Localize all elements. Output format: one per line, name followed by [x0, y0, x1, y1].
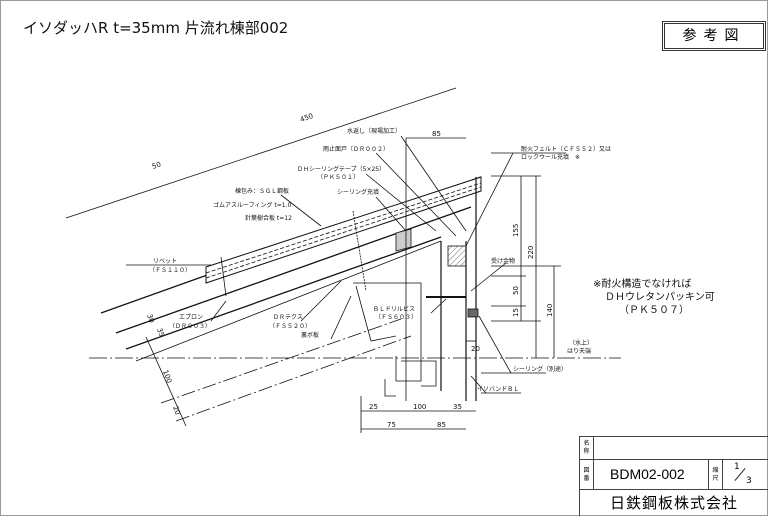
drawing-title: イソダッハR t=35mm 片流れ棟部002: [23, 19, 289, 37]
label-amadome: 雨止面戸（ＤＲ００２）: [323, 145, 389, 153]
dim-155: 155: [512, 224, 520, 237]
dim-450: 450: [299, 112, 314, 124]
scale-denominator: 3: [746, 476, 752, 486]
label-bl-drill: ＢＬドリルビス: [373, 305, 415, 313]
label-apron: エプロン: [179, 314, 203, 321]
drawing-no-key-2: 番: [583, 474, 590, 482]
dim-50: 50: [151, 160, 162, 170]
label-backing: 裏ボ板: [301, 331, 319, 339]
label-rockwool: ロックウール充填 ※: [521, 153, 580, 161]
dim-15: 15: [512, 308, 520, 317]
name-key-1: 名: [583, 440, 590, 447]
dim-30: 30: [145, 313, 156, 324]
note-line-1: ※耐火構造でなければ: [593, 277, 691, 290]
dim-50-vertical: 50: [512, 286, 520, 295]
dim-20-slope: 20: [171, 405, 182, 416]
dim-75: 75: [387, 421, 396, 429]
label-bl-drill-code: （ＦＳ６０３）: [375, 314, 417, 321]
name-key: 名称: [580, 437, 594, 459]
dim-35-slope: 35: [155, 327, 166, 338]
label-rivet: リベット: [153, 258, 177, 265]
drawing-lines: [65, 87, 621, 433]
dim-85-top: 85: [432, 130, 441, 138]
label-ukekanamono: 受け金物: [491, 257, 515, 265]
note-line-2: ＤＨウレタンパッキン可: [605, 291, 715, 303]
label-felt: 耐火フェルト（ＣＦ５５２）又は: [521, 145, 611, 153]
label-munetsutsumi: 棟包み：ＳＧＬ鋼板: [235, 187, 289, 195]
dim-220: 220: [527, 246, 535, 259]
label-dh-tape: ＤＨシーリングテープ（5×25）: [297, 165, 385, 173]
dim-20-right: 20: [471, 345, 480, 353]
label-sealing-fill: シーリング充填: [337, 188, 379, 196]
drawing-number: BDM02-002: [610, 466, 685, 482]
dim-140: 140: [546, 304, 554, 317]
scale-key: 縮尺: [708, 460, 723, 489]
scale-key-1: 縮: [712, 466, 719, 474]
label-mizukami: （水上）: [569, 339, 593, 347]
dim-25: 25: [369, 403, 378, 411]
label-isoband: イソバンドＢＬ: [477, 386, 519, 393]
label-mizugaeshi: 水返し（現場加工）: [347, 127, 401, 135]
label-rivet-code: （ＦＳ１１０）: [149, 267, 191, 274]
dim-100: 100: [413, 403, 426, 411]
label-sealing-separate: シーリング（別途）: [513, 365, 567, 373]
title-block-number-row: 図番 BDM02-002 縮尺 1 3: [580, 460, 768, 490]
drawing-no-key: 図番: [580, 460, 594, 489]
reference-stamp: 参考図: [662, 21, 766, 51]
drawing-no-key-1: 図: [583, 466, 590, 474]
label-dr-tecs-code: （ＦＳ５２０）: [269, 323, 311, 330]
dim-85: 85: [437, 421, 446, 429]
scale-key-2: 尺: [712, 474, 719, 482]
scale-numerator: 1: [734, 462, 740, 472]
dim-35: 35: [453, 403, 462, 411]
label-dr-tecs: ＤＲテクス: [273, 314, 303, 321]
name-key-2: 称: [583, 448, 590, 455]
label-plywood: 針葉樹合板 t=12: [245, 214, 292, 222]
dim-100-slope: 100: [161, 369, 173, 384]
label-dh-tape-code: （ＰＫ５０１）: [317, 174, 359, 181]
company-name: 日鉄鋼板株式会社: [609, 494, 738, 512]
title-block-name-row: 名称: [580, 437, 768, 460]
label-hari: はり天端: [567, 347, 591, 355]
label-apron-code: （ＤＲ００３）: [169, 323, 211, 330]
scale-value: 1 3: [726, 462, 762, 488]
note-line-3: （ＰＫ５０７）: [619, 304, 689, 316]
label-roofing: ゴムアスルーフィング t=1.0: [213, 201, 292, 209]
title-block: 名称 図番 BDM02-002 縮尺 1 3 日鉄鋼板株式会社: [579, 436, 768, 516]
